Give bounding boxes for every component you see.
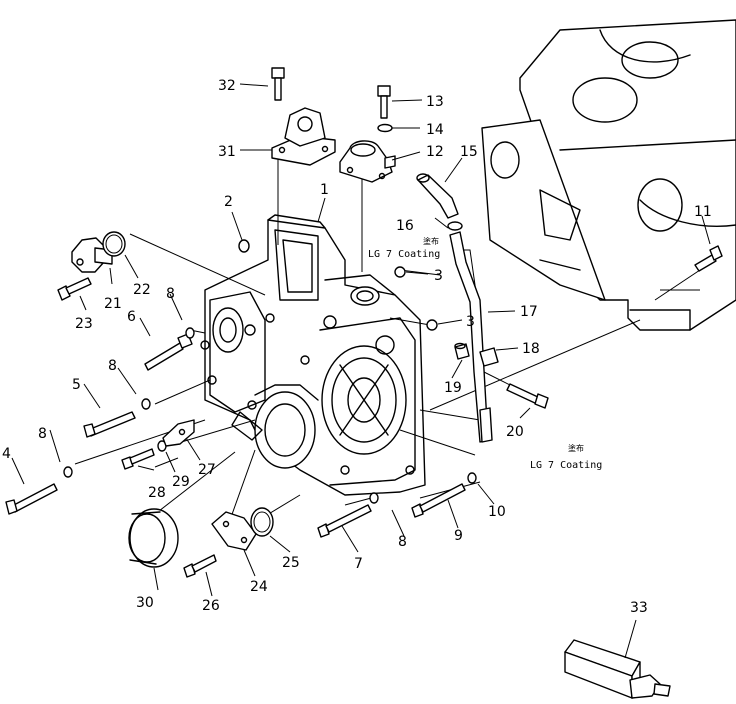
hose-15 bbox=[416, 173, 459, 219]
coating-note-top-kanji: 塗布 bbox=[423, 236, 439, 246]
o-ring-3b bbox=[426, 319, 438, 331]
bolt-28 bbox=[121, 448, 155, 470]
o-ring-22 bbox=[102, 231, 126, 257]
coating-note-top: 塗布 LG 7 Coating bbox=[368, 236, 440, 260]
callout-2: 2 bbox=[224, 194, 233, 210]
bracket-18 bbox=[479, 347, 499, 367]
bracket-31 bbox=[271, 107, 336, 166]
bolt-26 bbox=[183, 554, 217, 578]
tool-33 bbox=[564, 639, 671, 699]
callout-8c: 8 bbox=[38, 426, 47, 442]
coating-note-bottom: 塗布 LG 7 Coating bbox=[530, 443, 602, 471]
cover-24 bbox=[211, 511, 257, 551]
callout-22: 22 bbox=[133, 282, 151, 298]
washer-8a bbox=[185, 327, 195, 339]
plate-27 bbox=[162, 419, 195, 447]
callout-27: 27 bbox=[198, 462, 216, 478]
bolt-13 bbox=[377, 85, 391, 119]
bolt-9 bbox=[411, 483, 466, 518]
callout-29: 29 bbox=[172, 474, 190, 490]
callout-31: 31 bbox=[218, 144, 236, 160]
callout-10: 10 bbox=[488, 504, 506, 520]
callout-20: 20 bbox=[506, 424, 524, 440]
engine-block bbox=[481, 19, 736, 331]
callout-21: 21 bbox=[104, 296, 122, 312]
callout-25: 25 bbox=[282, 555, 300, 571]
washer-8d bbox=[369, 492, 379, 504]
coating-note-top-text: LG 7 Coating bbox=[368, 249, 440, 260]
callout-24: 24 bbox=[250, 579, 268, 595]
callout-5: 5 bbox=[72, 377, 81, 393]
seal-30 bbox=[128, 508, 179, 568]
callout-17: 17 bbox=[520, 304, 538, 320]
callout-4: 4 bbox=[2, 446, 11, 462]
callout-6: 6 bbox=[127, 309, 136, 325]
coating-note-bottom-text: LG 7 Coating bbox=[530, 460, 602, 471]
bolt-5 bbox=[83, 411, 136, 438]
o-ring-3a bbox=[394, 266, 406, 278]
front-cover-housing bbox=[200, 214, 426, 496]
callout-leaders bbox=[11, 83, 711, 659]
spacer-19 bbox=[454, 342, 470, 360]
callout-8b: 8 bbox=[108, 358, 117, 374]
bolt-7 bbox=[317, 504, 372, 538]
callout-19: 19 bbox=[444, 380, 462, 396]
clamp-16 bbox=[447, 221, 463, 231]
callout-26: 26 bbox=[202, 598, 220, 614]
callout-12: 12 bbox=[426, 144, 444, 160]
o-ring-2 bbox=[238, 239, 250, 253]
callout-labels: 32 31 13 14 12 15 16 1 2 3 3 17 18 19 20… bbox=[2, 78, 712, 616]
callout-9: 9 bbox=[454, 528, 463, 544]
outlet-12 bbox=[339, 140, 396, 183]
o-ring-25 bbox=[250, 507, 274, 537]
callout-7: 7 bbox=[354, 556, 363, 572]
callout-15: 15 bbox=[460, 144, 478, 160]
bolt-6 bbox=[144, 333, 193, 371]
callout-13: 13 bbox=[426, 94, 444, 110]
callout-3a: 3 bbox=[434, 268, 443, 284]
bolt-20 bbox=[506, 383, 549, 409]
coating-note-bottom-kanji: 塗布 bbox=[568, 443, 584, 453]
callout-16: 16 bbox=[396, 218, 414, 234]
callout-8a: 8 bbox=[166, 286, 175, 302]
callout-33: 33 bbox=[630, 600, 648, 616]
bolt-23 bbox=[57, 277, 92, 301]
washer-8c bbox=[63, 466, 73, 478]
callout-14: 14 bbox=[426, 122, 444, 138]
washer-14 bbox=[377, 123, 393, 133]
callout-32: 32 bbox=[218, 78, 236, 94]
callout-18: 18 bbox=[522, 341, 540, 357]
callout-1: 1 bbox=[320, 182, 329, 198]
callout-28: 28 bbox=[148, 485, 166, 501]
bolt-11 bbox=[694, 245, 723, 272]
washer-10 bbox=[467, 472, 477, 484]
bolt-32 bbox=[271, 67, 285, 101]
tube-17 bbox=[449, 231, 493, 443]
callout-30: 30 bbox=[136, 595, 154, 611]
bolt-4 bbox=[5, 483, 58, 515]
callout-8d: 8 bbox=[398, 534, 407, 550]
callout-23: 23 bbox=[75, 316, 93, 332]
washer-8b bbox=[141, 398, 151, 410]
callout-3b: 3 bbox=[466, 314, 475, 330]
callout-11: 11 bbox=[694, 204, 712, 220]
